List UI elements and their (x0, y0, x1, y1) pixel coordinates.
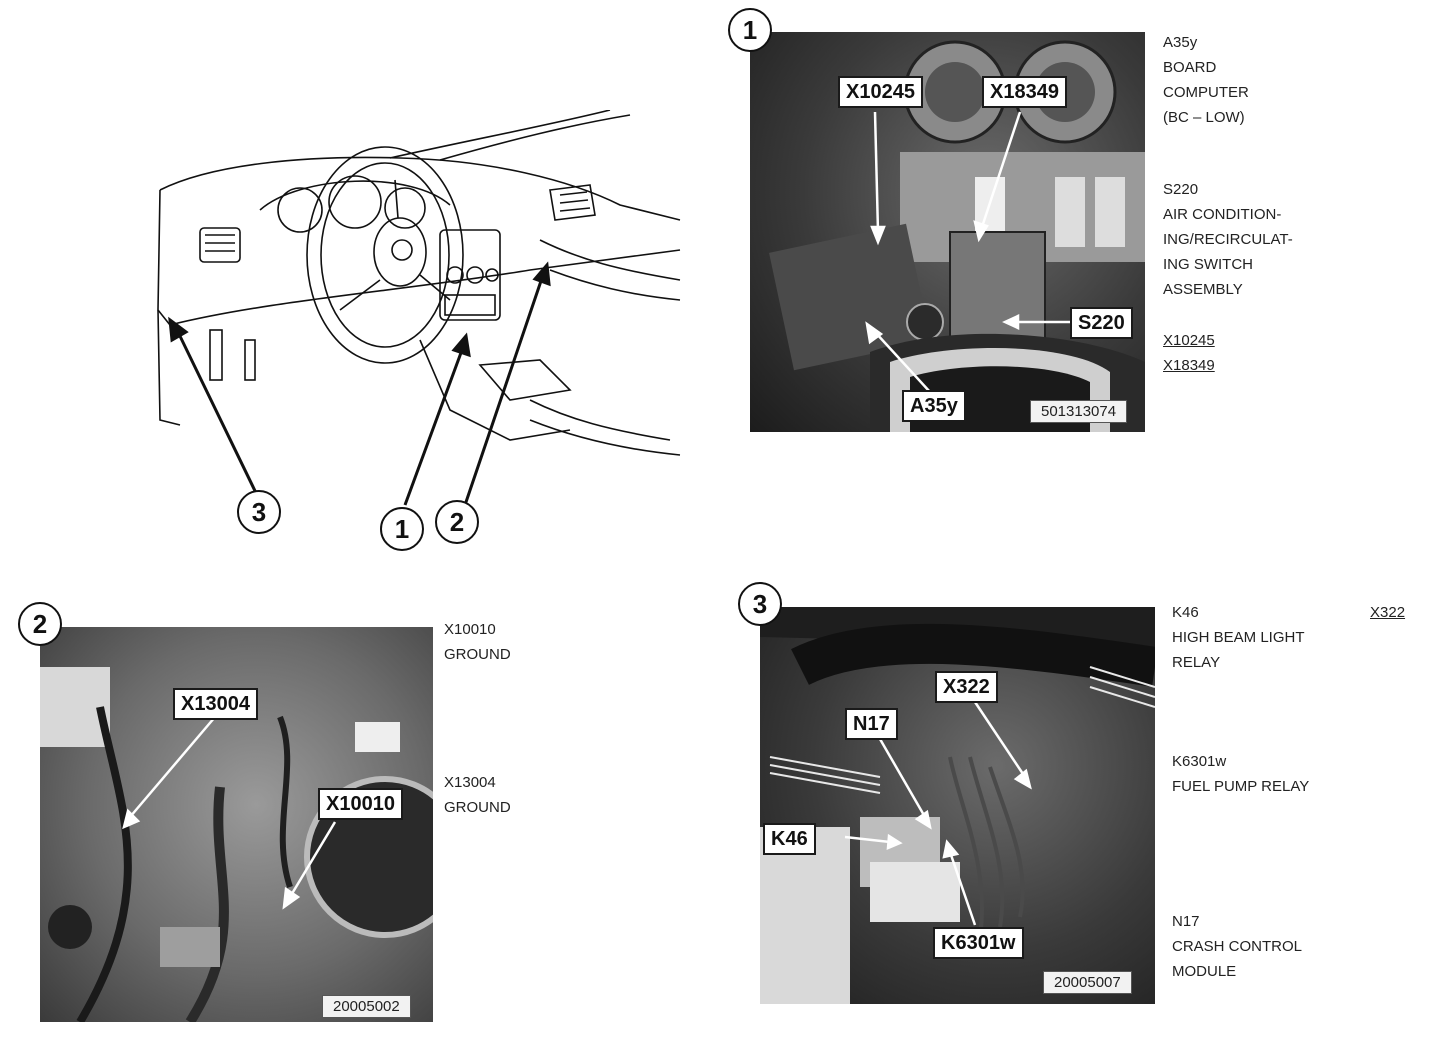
legend-line: BOARD (1163, 59, 1217, 76)
view-2-legend: X10010 GROUND (444, 617, 511, 667)
overview-badge-1: 1 (380, 507, 424, 551)
callout-s220: S220 (1070, 307, 1133, 339)
view-3-photo-shapes (760, 607, 1155, 1004)
view-3-legend-k46: K46 HIGH BEAM LIGHT RELAY (1172, 600, 1305, 675)
legend-line: COMPUTER (1163, 84, 1249, 101)
legend-id-n17: N17 (1172, 913, 1200, 930)
view-3-legend-k6301w: K6301w FUEL PUMP RELAY (1172, 749, 1309, 799)
legend-line: RELAY (1172, 654, 1221, 671)
callout-x322: X322 (935, 671, 998, 703)
photo-code: 20005007 (1043, 971, 1132, 994)
legend-line: AIR CONDITION- (1163, 206, 1282, 223)
legend-ref-x18349: X18349 (1163, 357, 1215, 374)
view-1-legend-refs: X10245 X18349 (1163, 328, 1215, 378)
overview-badge-3: 3 (237, 490, 281, 534)
photo-code: 20005002 (322, 995, 411, 1018)
legend-line: HIGH BEAM LIGHT (1172, 629, 1305, 646)
overview-badge-2: 2 (435, 500, 479, 544)
legend-desc: GROUND (444, 646, 511, 663)
callout-k46: K46 (763, 823, 816, 855)
view-1-legend: A35y BOARD COMPUTER (BC – LOW) (1163, 30, 1249, 130)
callout-x10010: X10010 (318, 788, 403, 820)
legend-line: ING/RECIRCULAT- (1163, 231, 1293, 248)
legend-id-x10010: X10010 (444, 621, 496, 638)
dashboard-line-art (157, 109, 681, 506)
dashboard-overview-drawing (150, 109, 690, 560)
callout-a35y: A35y (902, 390, 966, 422)
view-2-legend-x13004: X13004 GROUND (444, 770, 511, 820)
legend-line: (BC – LOW) (1163, 109, 1245, 126)
view-3-legend-ref: X322 (1370, 600, 1405, 625)
view-3-photo: X322 N17 K46 K6301w 20005007 (760, 607, 1155, 1004)
legend-desc: FUEL PUMP RELAY (1172, 778, 1310, 795)
legend-line: MODULE (1172, 963, 1237, 980)
callout-x18349: X18349 (982, 76, 1067, 108)
view-3-leader-lines (844, 701, 1032, 926)
callout-n17: N17 (845, 708, 898, 740)
view-2-photo: X13004 X10010 20005002 (40, 627, 433, 1022)
legend-id-s220: S220 (1163, 181, 1199, 198)
view-1-photo: X10245 X18349 S220 A35y 501313074 (750, 32, 1145, 432)
callout-x13004: X13004 (173, 688, 258, 720)
callout-x10245: X10245 (838, 76, 923, 108)
view-1-leader-lines (865, 111, 1075, 393)
legend-line: CRASH CONTROL (1172, 938, 1303, 955)
legend-ref-x322: X322 (1370, 604, 1406, 621)
view-1-badge: 1 (728, 8, 772, 52)
legend-id-x13004: X13004 (444, 774, 496, 791)
legend-id-a35y: A35y (1163, 34, 1198, 51)
legend-line: ASSEMBLY (1163, 281, 1243, 298)
legend-id-k46: K46 (1172, 604, 1199, 621)
legend-id-k6301w: K6301w (1172, 753, 1227, 770)
photo-code: 501313074 (1030, 400, 1128, 423)
callout-k6301w: K6301w (933, 927, 1024, 959)
view-3-legend-n17: N17 CRASH CONTROL MODULE (1172, 909, 1302, 984)
view-2-leader-lines (122, 716, 337, 910)
view-1-legend-s220: S220 AIR CONDITION- ING/RECIRCULAT- ING … (1163, 177, 1293, 302)
view-2-badge: 2 (18, 602, 62, 646)
legend-desc: GROUND (444, 799, 511, 816)
legend-ref-x10245: X10245 (1163, 332, 1215, 349)
legend-line: ING SWITCH (1163, 256, 1253, 273)
view-3-badge: 3 (738, 582, 782, 626)
